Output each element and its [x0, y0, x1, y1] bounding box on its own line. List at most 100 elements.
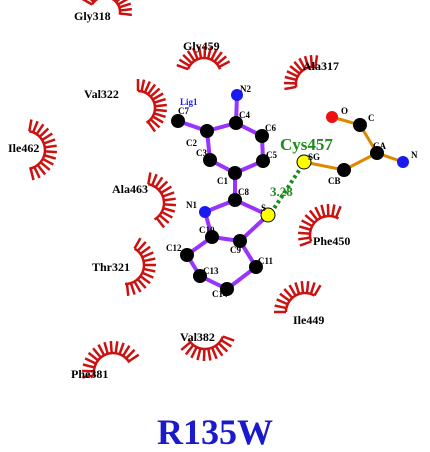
hbond-distance-label: 3.28 [270, 184, 293, 199]
hydrophobic-spoke [147, 172, 152, 185]
hydrophobic-spoke [42, 157, 54, 166]
hydrophobic-spoke [196, 348, 202, 361]
label-sg: SG [308, 152, 320, 162]
cys457-residue-label: Cys457 [280, 135, 333, 154]
hydrophobic-arc-val322 [136, 79, 167, 133]
label-c8: C8 [238, 187, 249, 197]
hydrophobic-spoke [133, 237, 142, 250]
label-c7: C7 [178, 106, 189, 116]
label-val382: Val382 [180, 330, 215, 344]
label-c6: C6 [265, 123, 276, 133]
hydrophobic-spoke [283, 288, 294, 299]
hydrophobic-spoke [122, 345, 131, 357]
hydrophobic-spoke [161, 210, 173, 219]
label-c2: C2 [186, 138, 197, 148]
hydrophobic-spoke [150, 173, 158, 186]
hydrophobic-spoke [288, 284, 297, 297]
atom-c [353, 118, 367, 132]
hydrophobic-arc-gly318 [81, 0, 132, 17]
atom-c5 [256, 154, 270, 168]
hydrophobic-spoke [109, 340, 113, 354]
hydrophobic-residue-labels: Gly318 Gly459 Ala317 Val322 Ile462 Ala46… [8, 9, 350, 381]
hydrophobic-spoke [284, 75, 297, 82]
hydrophobic-spoke [81, 0, 93, 6]
hydrophobic-spoke [303, 55, 310, 69]
hydrophobic-spoke [146, 121, 157, 133]
hydrophobic-spoke [152, 92, 164, 101]
label-ala463: Ala463 [112, 182, 148, 196]
atom-c7 [171, 114, 185, 128]
hydrophobic-spoke [217, 342, 229, 353]
hydrophobic-spoke [313, 284, 322, 297]
hydrophobic-arc-phe381 [81, 340, 140, 379]
label-gly318: Gly318 [74, 9, 111, 23]
hydrophobic-spoke [314, 55, 319, 68]
hydrophobic-spoke [28, 119, 33, 132]
label-c10: C10 [199, 225, 215, 235]
hydrophobic-spoke [309, 282, 316, 295]
label-val322: Val322 [84, 87, 119, 101]
hydrophobic-spoke [41, 132, 53, 141]
hydrophobic-spoke [97, 344, 106, 356]
hydrophobic-spoke [298, 236, 311, 241]
atom-cb [337, 163, 351, 177]
atom-c2 [200, 124, 214, 138]
hydrophobic-spoke [153, 97, 166, 104]
hydrophobic-spoke [139, 245, 151, 255]
hydrophobic-spoke [298, 225, 312, 231]
label-phe381: Phe381 [71, 367, 108, 381]
hydrophobic-spoke [39, 161, 51, 171]
hydrophobic-spoke [115, 0, 121, 3]
hydrophobic-spoke [82, 374, 95, 379]
hydrophobic-spoke [154, 103, 167, 108]
hydrophobic-arc-val382 [180, 335, 235, 362]
label-n: N [411, 150, 418, 160]
hydrophobic-spoke [216, 55, 228, 66]
hydrophobic-spoke [44, 150, 58, 154]
hydrophobic-spoke [118, 2, 132, 9]
hydrophobic-arcs [28, 0, 342, 379]
atom-c14 [220, 282, 234, 296]
hydrophobic-spoke [176, 63, 189, 71]
hydrophobic-spoke [141, 251, 154, 259]
hydrophobic-spoke [157, 180, 169, 191]
hydrophobic-spoke [103, 341, 109, 355]
hydrophobic-spoke [119, 7, 132, 12]
hydrophobic-spoke [87, 351, 99, 362]
label-phe450: Phe450 [313, 234, 350, 248]
atom-c13 [193, 269, 207, 283]
hydrophobic-arc-thr321 [124, 237, 156, 296]
hydrophobic-spoke [206, 46, 213, 59]
hydrophobic-spoke [207, 348, 212, 361]
hydrophobic-spoke [210, 48, 218, 61]
ligand-name: Lig1 [180, 97, 198, 107]
label-c12: C12 [166, 243, 182, 253]
hydrophobic-arc-curve [92, 351, 131, 376]
hydrophobic-arc-curve [29, 130, 47, 170]
label-cb: CB [328, 176, 341, 186]
hydrophobic-spoke [125, 283, 130, 296]
atoms [171, 89, 409, 296]
hydrophobic-arc-curve [284, 291, 316, 313]
hydrophobic-spoke [184, 344, 195, 356]
hydrophobic-spoke [29, 168, 35, 181]
hydrophobic-spoke [92, 347, 102, 359]
hydrophobic-spoke [154, 108, 167, 113]
hydrophobic-spoke [118, 342, 125, 355]
label-ile449: Ile449 [293, 313, 324, 327]
hydrophobic-spoke [314, 206, 322, 219]
hydrophobic-spoke [294, 282, 301, 295]
label-o: O [341, 106, 348, 116]
hydrophobic-spoke [304, 214, 316, 224]
hydrophobic-arc-curve [294, 65, 317, 88]
label-n2: N2 [240, 84, 251, 94]
hydrophobic-spoke [33, 166, 41, 179]
hydrophobic-spoke [180, 341, 192, 351]
atom-c11 [249, 260, 263, 274]
hydrophobic-spoke [276, 298, 289, 306]
hydrophobic-spoke [141, 271, 154, 279]
hydrophobic-spoke [279, 292, 291, 302]
hydrophobic-spoke [119, 12, 132, 17]
